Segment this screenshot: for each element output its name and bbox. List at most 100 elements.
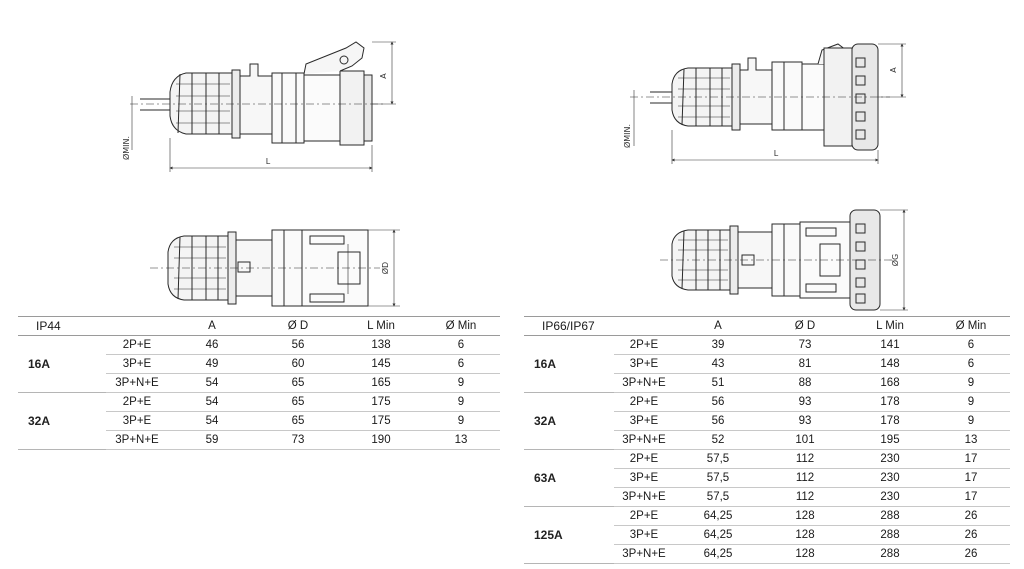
ip44-col-header: A [168, 316, 256, 336]
table-cell: 112 [762, 487, 848, 507]
amperage-label: 16A [524, 335, 614, 393]
table-cell: 65 [256, 392, 340, 412]
pole-config: 2P+E [106, 392, 168, 412]
technical-drawings: A L ØMIN. ØD [121, 41, 908, 311]
table-cell: 145 [340, 354, 422, 374]
table-cell: 49 [168, 354, 256, 374]
ip66-col-header: A [674, 316, 762, 336]
pole-config: 3P+E [614, 411, 674, 431]
ip66-dim-min: ØMIN. [622, 124, 632, 148]
table-cell: 101 [762, 430, 848, 450]
ip44-top-view [150, 229, 380, 307]
table-cell: 93 [762, 392, 848, 412]
table-cell: 93 [762, 411, 848, 431]
ip66-col-header [614, 316, 674, 336]
table-cell: 54 [168, 373, 256, 393]
pole-config: 3P+E [106, 354, 168, 374]
table-cell: 141 [848, 335, 932, 355]
table-cell: 178 [848, 411, 932, 431]
pole-config: 2P+E [614, 392, 674, 412]
table-cell: 9 [932, 373, 1010, 393]
table-cell: 165 [340, 373, 422, 393]
ip66-side-view [630, 43, 890, 151]
ip44-col-header: IP44 [18, 316, 106, 336]
ip44-col-header: Ø Min [422, 316, 500, 336]
table-cell: 56 [674, 392, 762, 412]
pole-config: 3P+E [614, 354, 674, 374]
table-cell: 6 [422, 354, 500, 374]
table-cell: 81 [762, 354, 848, 374]
pole-config: 2P+E [614, 449, 674, 469]
ip44-col-header: Ø D [256, 316, 340, 336]
table-cell: 190 [340, 430, 422, 450]
table-cell: 73 [256, 430, 340, 450]
table-cell: 57,5 [674, 449, 762, 469]
table-cell: 175 [340, 392, 422, 412]
pole-config: 2P+E [614, 335, 674, 355]
table-cell: 6 [422, 335, 500, 355]
pole-config: 2P+E [106, 335, 168, 355]
table-cell: 59 [168, 430, 256, 450]
table-cell: 26 [932, 506, 1010, 526]
amperage-label: 32A [524, 392, 614, 450]
ip66-col-header: Ø Min [932, 316, 1010, 336]
table-cell: 9 [422, 392, 500, 412]
table-cell: 128 [762, 506, 848, 526]
table-cell: 88 [762, 373, 848, 393]
table-cell: 56 [256, 335, 340, 355]
pole-config: 3P+N+E [614, 487, 674, 507]
pole-config: 3P+N+E [614, 373, 674, 393]
ip44-col-header [106, 316, 168, 336]
table-cell: 9 [932, 411, 1010, 431]
ip44-dim-min: ØMIN. [121, 136, 131, 160]
table-cell: 65 [256, 373, 340, 393]
table-cell: 73 [762, 335, 848, 355]
table-cell: 17 [932, 449, 1010, 469]
table-cell: 46 [168, 335, 256, 355]
ip66-top-view [660, 209, 892, 311]
table-cell: 52 [674, 430, 762, 450]
table-cell: 178 [848, 392, 932, 412]
table-cell: 65 [256, 411, 340, 431]
table-cell: 230 [848, 468, 932, 488]
table-cell: 56 [674, 411, 762, 431]
table-cell: 39 [674, 335, 762, 355]
table-cell: 288 [848, 525, 932, 545]
ip44-col-header: L Min [340, 316, 422, 336]
pole-config: 3P+N+E [614, 544, 674, 564]
ip66-dim-g: ØG [890, 254, 900, 267]
table-cell: 6 [932, 335, 1010, 355]
ip66-dim-a: A [889, 67, 898, 73]
pole-config: 3P+E [614, 525, 674, 545]
table-cell: 148 [848, 354, 932, 374]
table-cell: 168 [848, 373, 932, 393]
table-cell: 64,25 [674, 525, 762, 545]
table-cell: 64,25 [674, 506, 762, 526]
table-cell: 112 [762, 468, 848, 488]
table-cell: 9 [422, 373, 500, 393]
ip66-col-header: Ø D [762, 316, 848, 336]
table-cell: 13 [422, 430, 500, 450]
table-cell: 60 [256, 354, 340, 374]
table-cell: 128 [762, 544, 848, 564]
table-cell: 26 [932, 544, 1010, 564]
table-cell: 54 [168, 392, 256, 412]
ip44-dim-d: ØD [380, 262, 390, 274]
table-cell: 230 [848, 449, 932, 469]
